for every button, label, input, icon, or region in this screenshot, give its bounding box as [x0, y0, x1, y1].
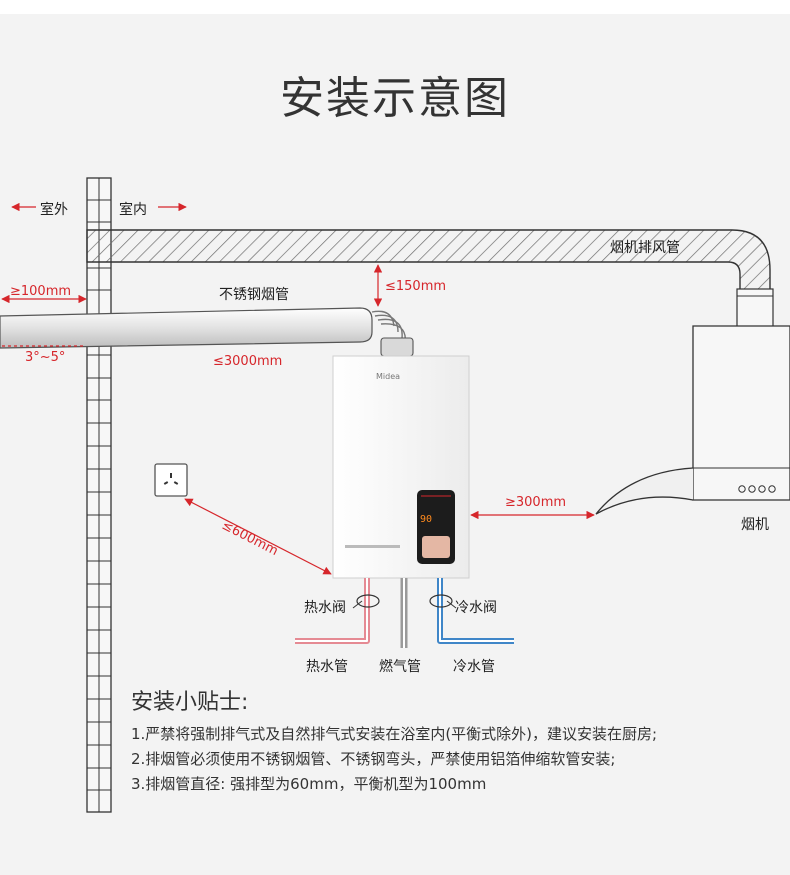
hood-duct-label: 烟机排风管 — [610, 240, 680, 256]
indoor-label: 室内 — [119, 202, 147, 218]
wall — [86, 177, 112, 813]
range-hood — [595, 325, 790, 515]
pipes — [295, 578, 514, 648]
power-socket — [154, 463, 188, 497]
top-strip — [0, 0, 790, 14]
dim-max-3000: ≤3000mm — [213, 354, 283, 369]
tips-title: 安装小贴士: — [131, 690, 249, 715]
steel-flue-label: 不锈钢烟管 — [219, 287, 289, 303]
heater-brand-logo: Midea — [376, 372, 401, 381]
dim-max-150: ≤150mm — [385, 279, 447, 294]
outdoor-label: 室外 — [40, 202, 68, 218]
dim-min-100: ≥100mm — [10, 284, 72, 299]
hot-valve-label: 热水阀 — [304, 600, 346, 616]
hood-label: 烟机 — [741, 517, 769, 533]
hood-exhaust-duct — [86, 229, 774, 328]
cold-pipe-label: 冷水管 — [453, 659, 495, 675]
steel-flue-pipe — [0, 307, 414, 357]
hot-pipe-label: 热水管 — [306, 659, 348, 675]
tip-3: 3.排烟管直径: 强排型为60mm，平衡机型为100mm — [131, 775, 487, 793]
gas-pipe-label: 燃气管 — [379, 659, 421, 675]
page-title: 安装示意图 — [280, 73, 510, 124]
tip-1: 1.严禁将强制排气式及自然排气式安装在浴室内(平衡式除外)，建议安装在厨房; — [131, 725, 658, 743]
dim-min-300: ≥300mm — [505, 495, 567, 510]
tip-2: 2.排烟管必须使用不锈钢烟管、不锈钢弯头，严禁使用铝箔伸缩软管安装; — [131, 750, 616, 768]
dim-slope: 3°~5° — [25, 350, 66, 365]
dimension-lines — [1, 202, 595, 575]
cold-valve-label: 冷水阀 — [455, 600, 497, 616]
heater-display: 90 — [420, 514, 432, 525]
water-heater: 90 — [332, 355, 470, 579]
